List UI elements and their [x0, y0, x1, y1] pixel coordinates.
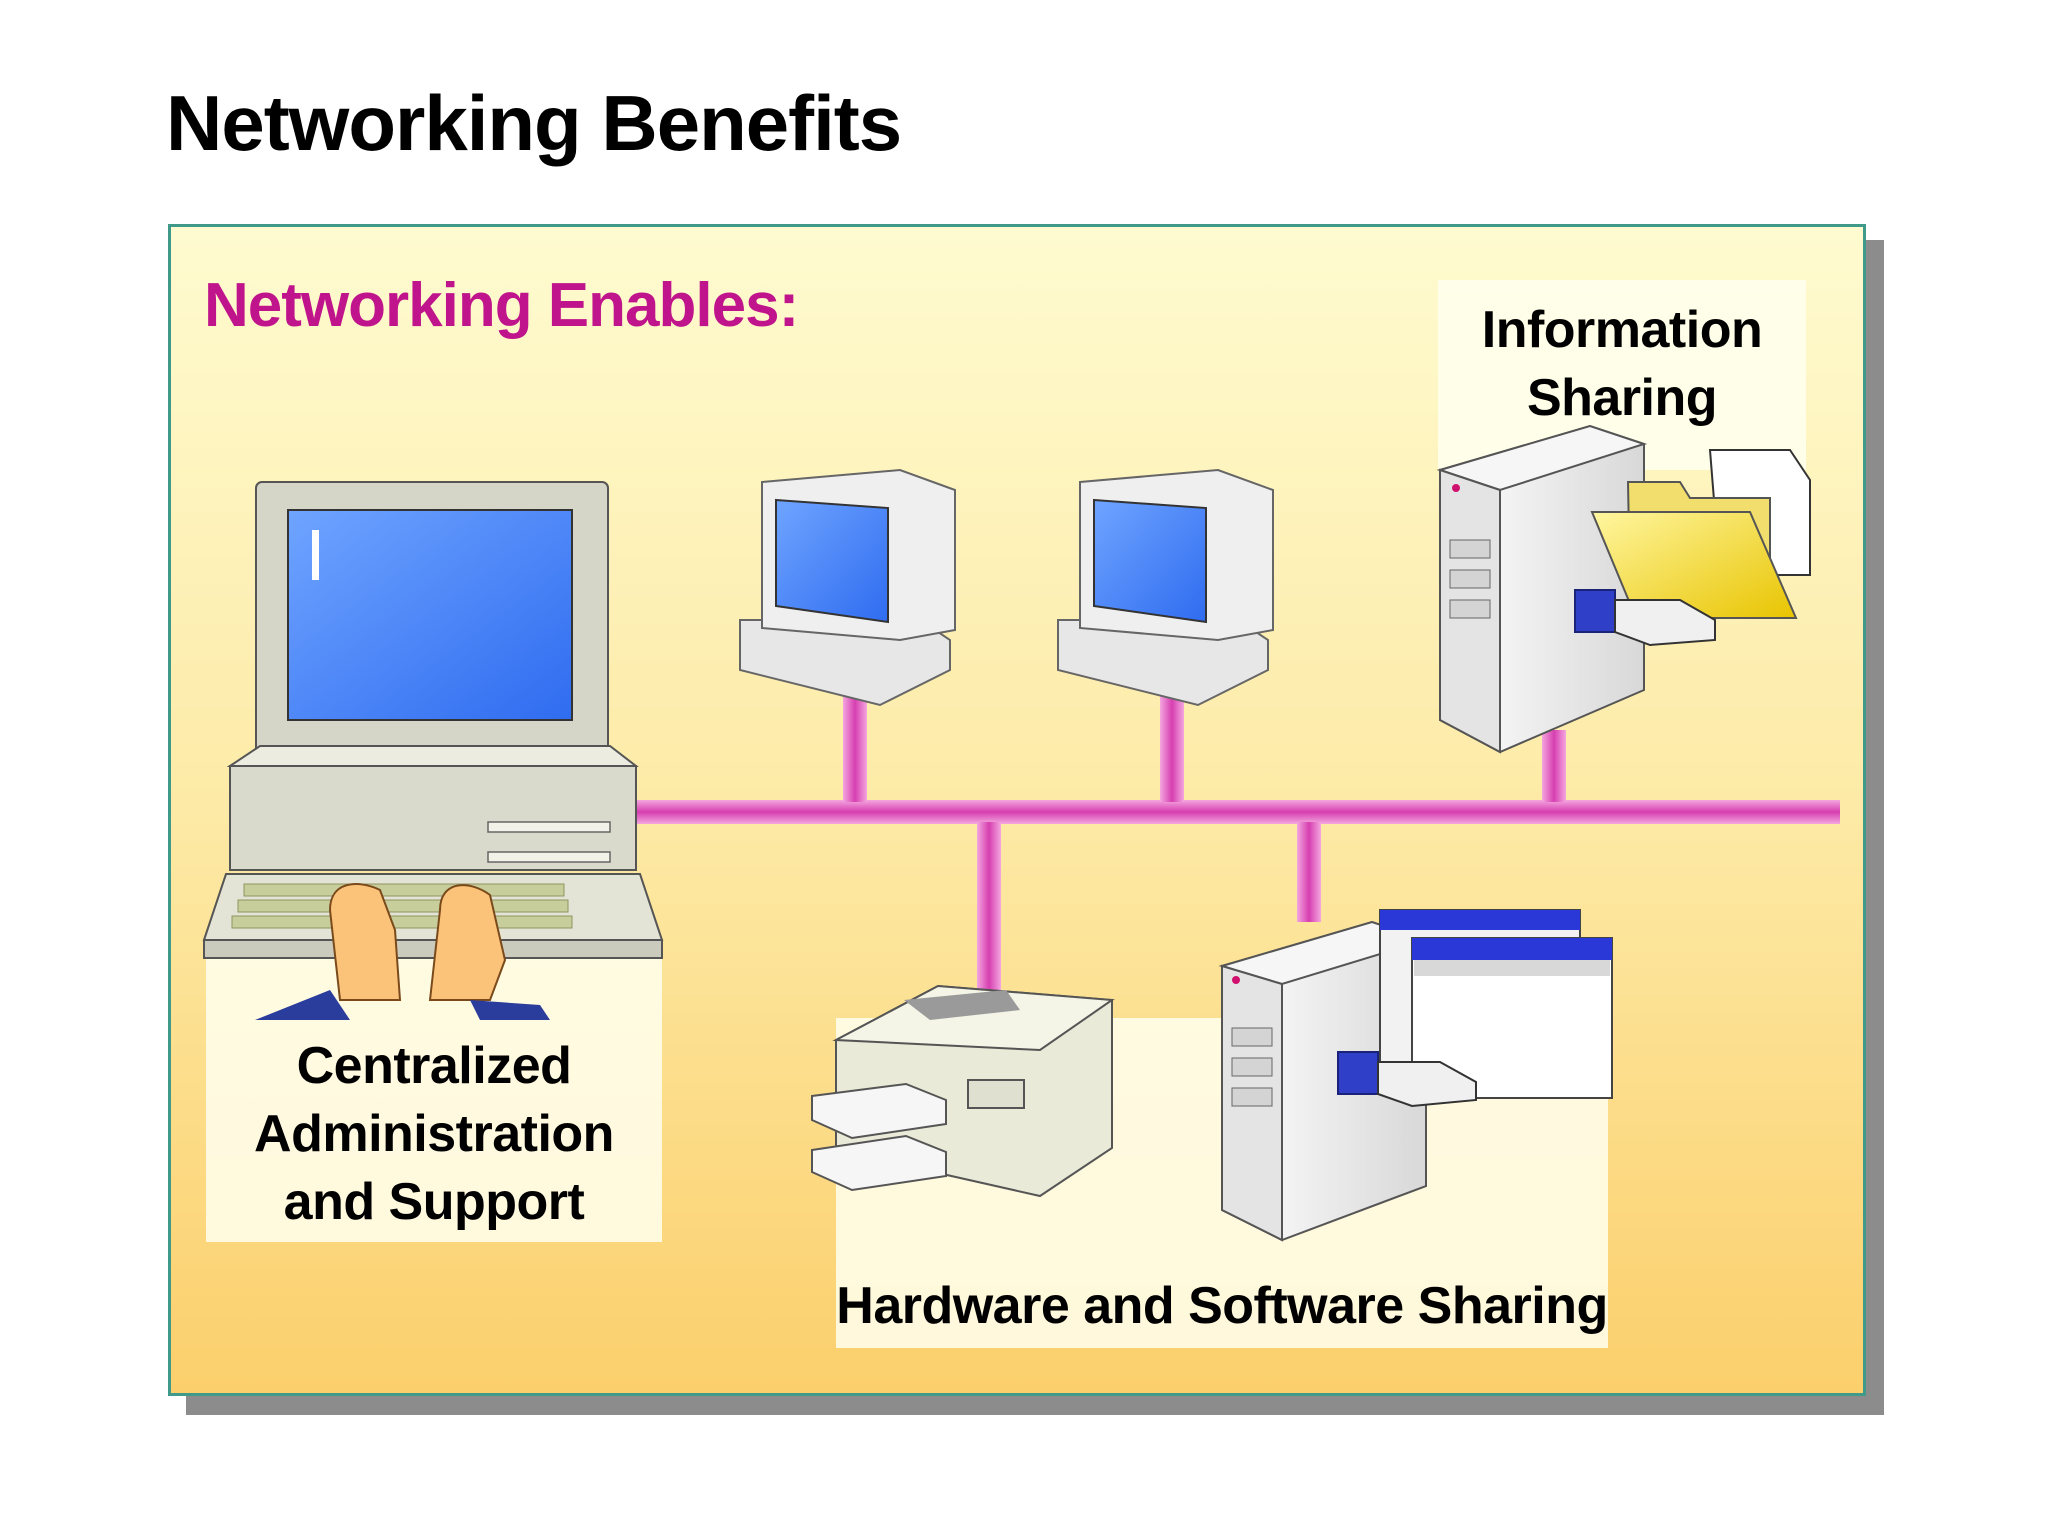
client-computer-icon [1057, 468, 1274, 707]
client-computer-icon [739, 468, 956, 707]
admin-workstation-icon [202, 481, 664, 1020]
hand-icon [1337, 1051, 1477, 1108]
admin-support-label: Centralized Administration and Support [206, 1032, 662, 1236]
info-sharing-line2: Sharing [1526, 369, 1718, 427]
network-cable [630, 690, 1840, 990]
application-server-icon [1218, 920, 1430, 1242]
printer-icon [811, 984, 1115, 1198]
hand-icon [1574, 589, 1716, 647]
panel-subtitle: Networking Enables: [204, 271, 799, 340]
admin-line2: Administration [254, 1105, 614, 1163]
folder-icon [1590, 449, 1811, 619]
info-sharing-line1: Information [1481, 301, 1763, 359]
admin-line1: Centralized [296, 1037, 572, 1095]
application-window-icon [1379, 909, 1613, 1099]
slide-title: Networking Benefits [166, 79, 902, 167]
file-server-icon [1436, 424, 1648, 754]
info-sharing-label: Information Sharing [1438, 296, 1806, 432]
hardware-software-label: Hardware and Software Sharing [836, 1277, 1608, 1335]
admin-line3: and Support [283, 1173, 585, 1231]
